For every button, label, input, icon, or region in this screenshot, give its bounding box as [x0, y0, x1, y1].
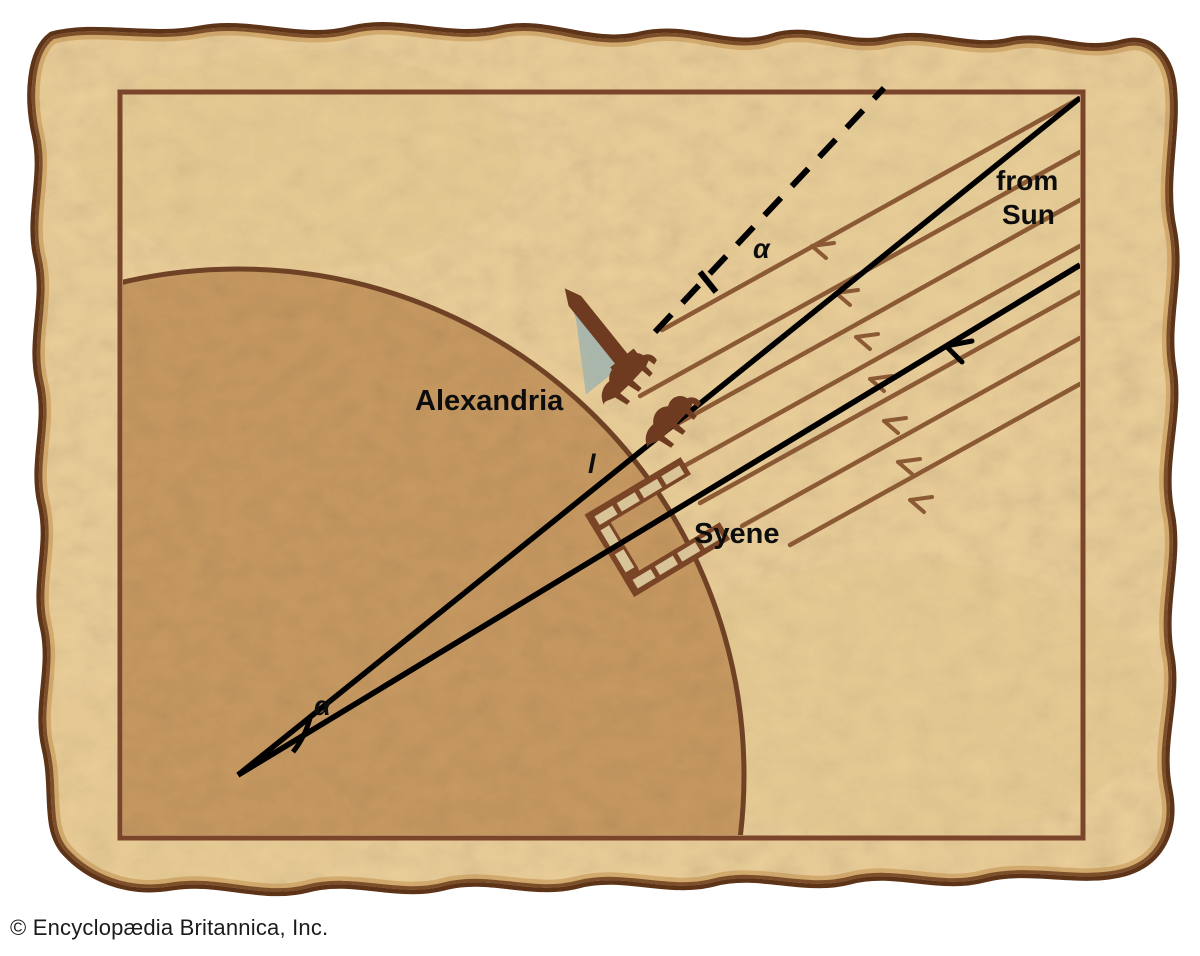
parchment-mottle	[31, 50, 1160, 890]
shadow-icon	[575, 318, 604, 395]
obelisk-icon	[564, 288, 632, 369]
label-syene: Syene	[694, 518, 779, 550]
parchment-illustration: Alexandria Syene from Sun l α α	[27, 22, 1180, 897]
sun-ray-arrow-icon	[665, 243, 1080, 478]
camel-icon	[645, 396, 701, 448]
perpendicular-tick-icon	[697, 270, 719, 294]
radius-line-syene-overlay	[236, 262, 1080, 778]
copyright-caption: © Encyclopædia Britannica, Inc.	[10, 915, 329, 940]
camel-icon	[601, 353, 657, 405]
sun-ray-arrow-icon	[697, 289, 1080, 506]
sun-ray-arrow-icon	[787, 381, 1080, 548]
label-from-sun-line2: Sun	[1002, 199, 1055, 230]
label-alexandria: Alexandria	[415, 385, 564, 417]
sun-ray-arrow-icon	[739, 335, 1080, 529]
diagram-frame	[117, 89, 1086, 841]
sun-ray-arrow-icon	[649, 197, 1080, 441]
label-from-sun-line1: from	[996, 165, 1058, 196]
label-angle-alpha-center: α	[314, 691, 332, 721]
sun-rays-group	[637, 95, 1080, 548]
alexandria-scene	[564, 288, 640, 395]
label-arc-length: l	[588, 449, 596, 479]
sun-ray-arrow-icon	[659, 95, 1080, 333]
parchment-sheet: Alexandria Syene from Sun l α α	[31, 26, 1176, 892]
label-angle-alpha-top: α	[753, 234, 771, 264]
zenith-dashed-line-icon	[652, 85, 887, 335]
well-shaft-icon	[584, 457, 731, 598]
